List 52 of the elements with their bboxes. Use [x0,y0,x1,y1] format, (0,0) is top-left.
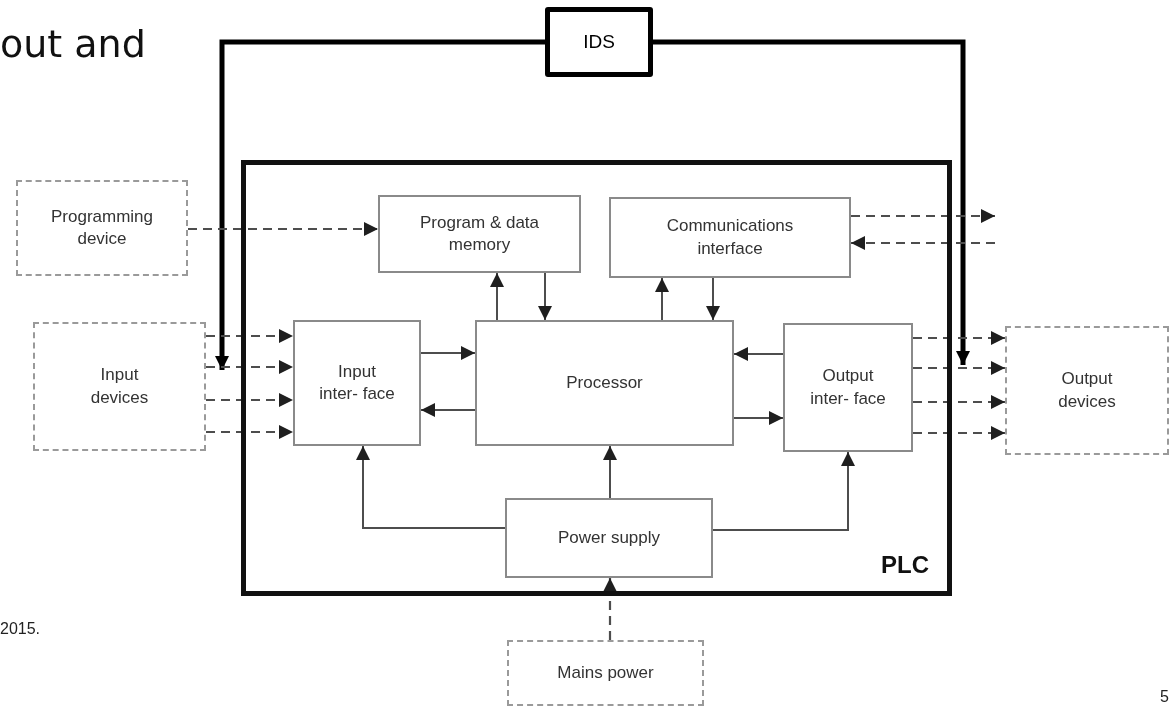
block-box [378,195,581,273]
citation-note: 2015. [0,620,41,638]
arrow [733,411,784,425]
block-box [475,320,734,446]
block-label: Input devices [89,364,150,409]
arrow [851,209,995,223]
arrow [653,39,970,365]
arrow [206,393,293,407]
arrow [206,360,293,374]
block-label: Output devices [1057,368,1117,413]
block-box [609,197,851,278]
block-label: Power supply [556,526,662,549]
plc-frame [241,160,952,596]
block-box [293,320,421,446]
arrow [913,361,1005,375]
arrow [712,451,855,531]
arrow [420,403,476,417]
arrow [913,395,1005,409]
ids-box [545,7,653,77]
arrow [206,425,293,439]
external-device-box [1005,326,1169,455]
block-label: IDS [582,29,616,54]
arrow [851,236,995,250]
block-label: Programming device [49,205,154,250]
arrow [603,578,617,640]
block-label: Mains power [556,661,655,684]
arrow [655,277,669,321]
arrow [215,39,545,370]
frame-label: PLC [881,551,929,579]
slide-title: out and [0,22,146,66]
external-device-box [16,180,188,276]
page-number: 5 [1160,688,1169,706]
arrow [913,331,1005,345]
block-box [783,323,913,452]
arrow [603,445,617,499]
arrow [188,222,378,236]
block-label: Program & data memory [418,211,541,256]
block-box [505,498,713,578]
arrow [538,272,552,321]
arrow [733,347,784,361]
arrow [913,426,1005,440]
block-label: Input inter- face [318,360,396,405]
block-label: Communications interface [665,215,795,260]
arrow [206,329,293,343]
external-device-box [507,640,704,706]
arrow [490,272,504,321]
arrow [420,346,476,360]
arrow [706,277,720,321]
external-device-box [33,322,206,451]
block-label: Processor [565,371,644,394]
arrow [356,445,506,529]
block-label: Output inter- face [809,365,887,410]
